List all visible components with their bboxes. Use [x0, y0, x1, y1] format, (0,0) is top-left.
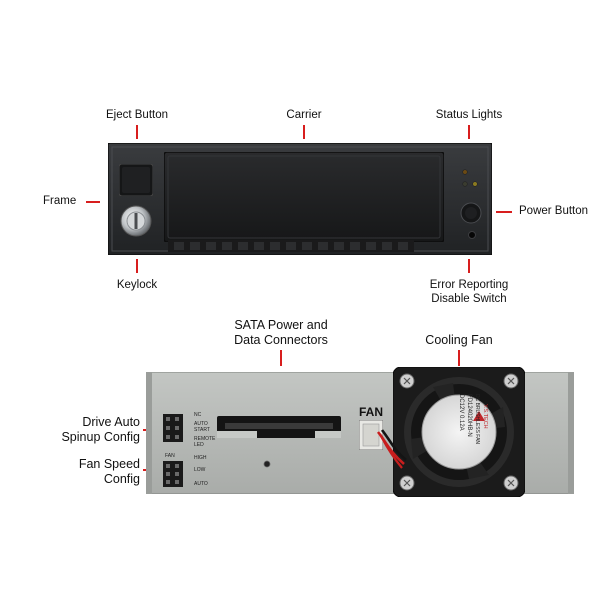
keylock-label: Keylock — [116, 279, 158, 291]
fan-wires — [376, 429, 407, 469]
high-text: HIGH — [194, 455, 207, 461]
fan-sticker-line1: DC BRUSHLESS FAN — [474, 394, 480, 445]
remote-led-text-line2: LED — [194, 442, 204, 448]
power-button[interactable] — [460, 202, 482, 224]
status-callout-line — [468, 125, 470, 139]
screw-hole — [263, 460, 271, 468]
frame-label: Frame — [43, 195, 77, 207]
eject-button-label: Eject Button — [105, 109, 169, 121]
keylock-callout-line — [136, 259, 138, 273]
cooling-fan — [393, 367, 525, 497]
frame-callout-line — [86, 201, 100, 203]
status-light-1 — [462, 169, 468, 175]
fan-speed-label-line2: Config — [103, 472, 140, 486]
nc-text: NC — [194, 412, 202, 418]
power-button-label: Power Button — [519, 205, 589, 217]
error-reporting-label-line1: Error Reporting — [429, 279, 509, 291]
auto-start-text-line2: START — [194, 427, 210, 433]
sata-callout-line — [280, 350, 282, 366]
spinup-jumper-block[interactable] — [163, 414, 183, 442]
status-light-3 — [472, 181, 478, 187]
error-reporting-switch[interactable] — [465, 228, 479, 242]
sata-label-line1: SATA Power and — [234, 318, 328, 332]
auto-text: AUTO — [194, 481, 208, 487]
eject-callout-line — [136, 125, 138, 139]
cooling-fan-label: Cooling Fan — [425, 333, 493, 347]
fan-sticker-line3: DC12V 0.12A — [458, 394, 464, 431]
fan-sticker-line2: FD124020HB-N — [466, 394, 472, 437]
carrier-vent-slots — [168, 240, 414, 252]
fan-speed-label-line1: Fan Speed — [78, 457, 140, 471]
carrier-callout-line — [303, 125, 305, 139]
fan-header-label: FAN — [359, 405, 383, 419]
sata-label-line2: Data Connectors — [234, 333, 328, 347]
error-reporting-label-line2: Disable Switch — [431, 293, 507, 305]
auto-start-text-line1: AUTO — [194, 421, 208, 427]
carrier-tray[interactable] — [164, 152, 444, 242]
carrier-label: Carrier — [286, 109, 322, 121]
fan-brand-text: Y.S.TECH — [482, 404, 488, 429]
status-light-2 — [462, 181, 468, 187]
drive-auto-label-line2: Spinup Config — [61, 430, 140, 444]
drive-auto-label-line1: Drive Auto — [82, 415, 140, 429]
eject-button[interactable] — [119, 164, 153, 196]
status-lights-label: Status Lights — [435, 109, 503, 121]
keylock-icon[interactable] — [120, 205, 152, 237]
fan-small-text: FAN — [165, 453, 175, 459]
fan-speed-jumper-block[interactable] — [163, 461, 183, 487]
low-text: LOW — [194, 467, 206, 473]
power-callout-line — [496, 211, 512, 213]
fan-callout-line — [458, 350, 460, 366]
sata-connector — [217, 416, 341, 438]
error-callout-line — [468, 259, 470, 273]
status-lights — [462, 169, 478, 187]
fan-sticker-text: Y.S.TECH DC BRUSHLESS FAN FD124020HB-N D… — [420, 386, 490, 476]
remote-led-text-line1: REMOTE — [194, 436, 216, 442]
